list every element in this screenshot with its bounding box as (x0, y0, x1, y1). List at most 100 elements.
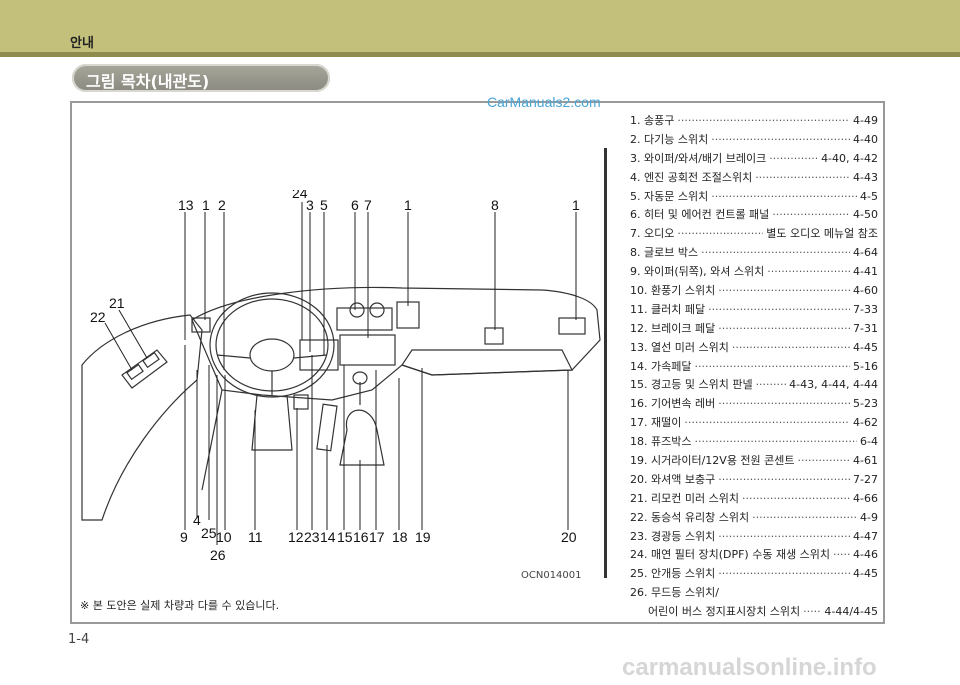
list-item-page: 4-43, 4-44, 4-44 (789, 378, 878, 392)
door-switch-a (126, 363, 144, 381)
list-item: 25. 안개등 스위치4-45 (630, 565, 878, 584)
audio-unit (336, 307, 393, 331)
leader-dots (694, 358, 850, 377)
list-item-label: 22. 동승석 유리창 스위치 (630, 510, 750, 524)
list-item-label: 24. 매연 필터 장치(DPF) 수동 재생 스위치 (630, 548, 831, 562)
callout-14: 14 (320, 529, 336, 545)
leader-dots (772, 206, 850, 225)
list-item: 19. 시거라이터/12V용 전원 콘센트4-61 (630, 452, 878, 471)
callout-22: 22 (90, 309, 106, 325)
section-label: 안내 (70, 36, 94, 51)
steering-wheel (209, 292, 335, 398)
leader-dots (711, 131, 850, 150)
list-item-page: 6-4 (860, 435, 878, 449)
callout-25: 25 (201, 525, 217, 541)
figure-code: OCN014001 (521, 570, 582, 581)
callout-19: 19 (415, 529, 431, 545)
list-item-label: 20. 와셔액 보충구 (630, 472, 716, 486)
list-item-label: 7. 오디오 (630, 227, 675, 241)
leader-dots (798, 452, 851, 471)
leader-dots (756, 376, 787, 395)
gear-knob (352, 371, 368, 385)
list-item: 5. 자동문 스위치4-5 (630, 188, 878, 207)
list-item: 11. 클러치 페달 7-33 (630, 301, 878, 320)
list-item: 18. 퓨즈박스6-4 (630, 433, 878, 452)
callout-3: 3 (306, 197, 314, 213)
list-item-label: 26. 무드등 스위치/ (630, 586, 719, 600)
list-item-page: 7-31 (853, 321, 878, 335)
callout-9: 9 (180, 529, 188, 545)
callout-18: 18 (392, 529, 408, 545)
leader-dots (718, 395, 850, 414)
list-item: 21. 리모컨 미러 스위치4-66 (630, 490, 878, 509)
dial-right (369, 302, 385, 318)
page-number: 1-4 (68, 632, 90, 647)
list-item-page: 4-40, 4-42 (821, 151, 878, 165)
leader-dots (718, 282, 850, 301)
list-item-label: 19. 시거라이터/12V용 전원 콘센트 (630, 454, 795, 468)
leader-dots (732, 339, 850, 358)
header-rule (0, 52, 960, 57)
callout-11: 11 (248, 529, 263, 545)
list-item-label: 3. 와이퍼/와셔/배기 브레이크 (630, 151, 767, 165)
list-item-label: 10. 환풍기 스위치 (630, 284, 716, 298)
leader-dots (677, 112, 850, 131)
list-item: 10. 환풍기 스위치 4-60 (630, 282, 878, 301)
leader-dots (742, 490, 850, 509)
title-pill (72, 64, 330, 92)
callout-24: 24 (292, 190, 308, 201)
leader-dots (752, 509, 857, 528)
leader-dots (755, 169, 850, 188)
list-item-page: 4-60 (853, 284, 878, 298)
list-item-page: 5-23 (853, 397, 878, 411)
list-divider (604, 148, 607, 578)
list-item-page: 4-66 (853, 491, 878, 505)
hvac-panel (339, 334, 396, 366)
dashboard-lower (401, 349, 573, 376)
leader-dots (833, 546, 850, 565)
list-item-page: 4-62 (853, 416, 878, 430)
door-switch-b (142, 351, 160, 369)
disclaimer-note: ※ 본 도안은 실제 차량과 다를 수 있습니다. (80, 599, 280, 612)
watermark-link[interactable]: CarManuals2.com (487, 94, 601, 110)
list-item: 23. 경광등 스위치4-47 (630, 528, 878, 547)
vent-right (558, 317, 586, 335)
brake-pedal (293, 394, 309, 410)
steering-hub (249, 338, 295, 372)
list-item-page: 4-44/4-45 (824, 605, 878, 619)
footer-site-link[interactable]: carmanualsonline.info (622, 654, 877, 681)
floor-line (201, 389, 223, 491)
list-item: 13. 열선 미러 스위치4-45 (630, 339, 878, 358)
steering-spoke-left (216, 354, 251, 359)
list-item: 6. 히터 및 에어컨 컨트롤 패널4-50 (630, 206, 878, 225)
callout-10: 10 (216, 529, 232, 545)
list-item-label: 5. 자동문 스위치 (630, 189, 709, 203)
callout-numbers: 13 1 2 24 3 5 6 7 1 8 1 21 22 4 9 25 10 … (90, 190, 580, 563)
list-item-page: 7-33 (853, 302, 878, 316)
callout-6: 6 (351, 197, 359, 213)
list-item: 1. 송풍구4-49 (630, 112, 878, 131)
callout-7: 7 (364, 197, 372, 213)
list-item-label: 14. 가속페달 (630, 359, 692, 373)
list-item-label: 23. 경광등 스위치 (630, 529, 716, 543)
list-item: 17. 재떨이4-62 (630, 414, 878, 433)
list-item: 2. 다기능 스위치4-40 (630, 131, 878, 150)
list-item: 20. 와셔액 보충구7-27 (630, 471, 878, 490)
list-item-label: 11. 클러치 페달 (630, 302, 706, 316)
list-item-label: 15. 경고등 및 스위치 판넬 (630, 378, 753, 392)
callout-1a: 1 (202, 197, 210, 213)
list-item-label: 4. 엔진 공회전 조절스위치 (630, 170, 753, 184)
list-item-page: 4-43 (853, 170, 878, 184)
callout-15: 15 (337, 529, 353, 545)
list-item-page: 4-49 (853, 114, 878, 127)
callout-4: 4 (193, 512, 201, 528)
list-item-label: 어린이 버스 정지표시장치 스위치 (648, 605, 801, 619)
dashboard-outline (191, 286, 601, 401)
callout-16: 16 (353, 529, 369, 545)
list-item: 7. 오디오별도 오디오 메뉴얼 참조 (630, 225, 878, 244)
leader-dots (718, 565, 850, 584)
leader-dots (684, 414, 850, 433)
dashboard-diagram: 13 1 2 24 3 5 6 7 1 8 1 21 22 4 9 25 10 … (81, 190, 601, 563)
vent-left (191, 317, 211, 333)
leader-dots (711, 188, 857, 207)
